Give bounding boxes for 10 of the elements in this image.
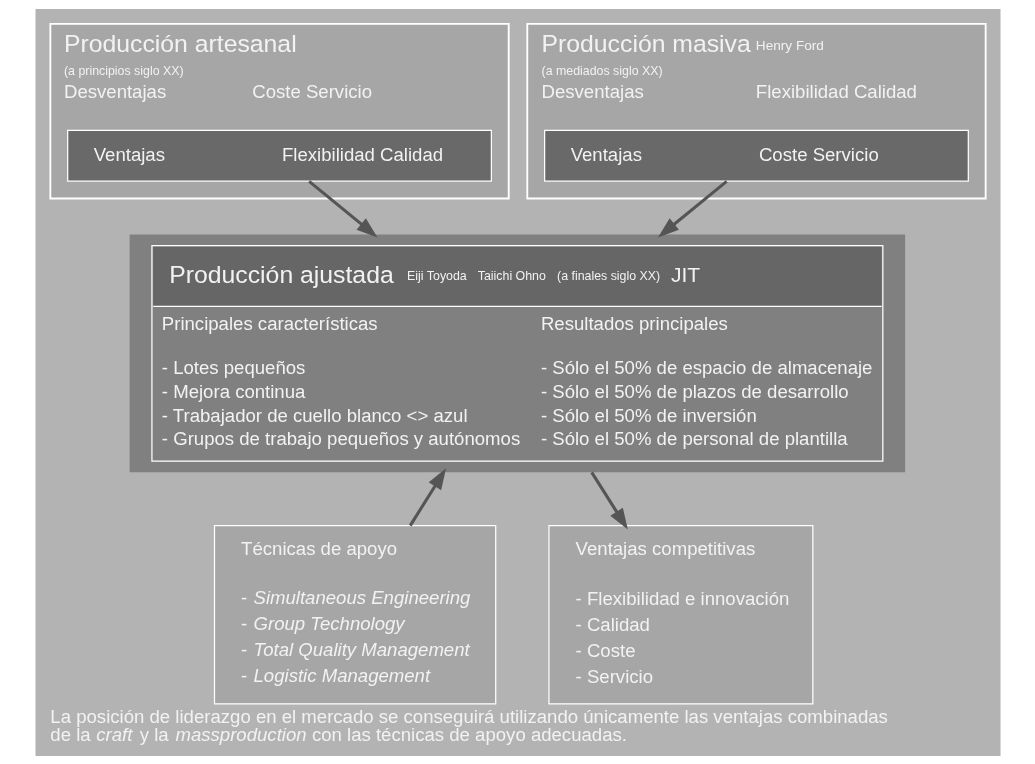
node-box: Técnicas de apoyo - Simultaneous Engineering - Group Technology - Total Quality Management - Logistic Management <box>213 524 496 705</box>
arrow <box>408 467 446 526</box>
arrow <box>307 179 378 237</box>
node-box: Ventajas Coste Servicio <box>543 129 969 182</box>
caption: La posición de liderazgo en el mercado se conseguirá utilizando únicamente las ventajas combinadas de la craft y la massproduction con las técnicas de apoyo adecuadas. <box>49 705 888 745</box>
node-box: Ventajas competitivas - Flexibilidad e innovación - Calidad - Coste - Servicio <box>547 524 813 705</box>
arrow <box>657 179 728 237</box>
arrow <box>589 471 628 530</box>
node-box: Ventajas Flexibilidad Calidad <box>66 129 492 182</box>
node-box: Producción ajustada Eiji Toyoda Taiichi Ohno (a finales siglo XX) JIT Principales características - Lotes pequeños - Mejora continua - Trabajador de cuello blanco <> azul - Grupos de trabajo pequeños y autónomos Resultados principales - Sólo el 50% de espacio de almacenaje - Sólo el 50% de plazos de desarrollo - Sólo el 50% de inversión - Sólo el 50% de personal de plantilla <box>129 233 905 472</box>
